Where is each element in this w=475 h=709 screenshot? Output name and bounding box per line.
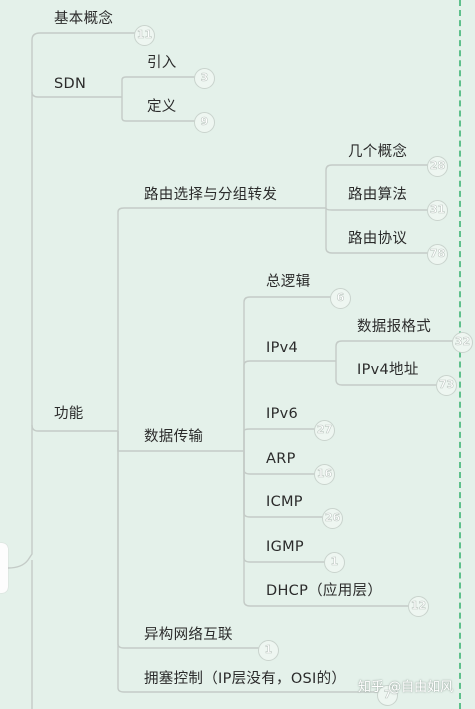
child-count-badge[interactable]: 28 [427,156,448,177]
child-count-badge[interactable]: 78 [427,244,448,265]
node-dhcp[interactable]: DHCP（应用层） [266,583,383,599]
node-introduction[interactable]: 引入 [147,55,177,71]
node-overall-logic[interactable]: 总逻辑 [266,274,311,290]
root-node-stub[interactable] [0,543,8,593]
node-routing-forwarding[interactable]: 路由选择与分组转发 [144,187,278,203]
watermark-text: 知乎 @自由如风 [358,680,454,695]
child-count-badge[interactable]: 31 [427,200,448,221]
node-function[interactable]: 功能 [54,406,84,422]
child-count-badge[interactable]: 16 [314,464,335,485]
child-count-badge[interactable]: 32 [452,332,473,353]
child-count-badge[interactable]: 11 [134,25,155,46]
child-count-badge[interactable]: 6 [330,288,351,309]
node-arp[interactable]: ARP [266,451,296,467]
child-count-badge[interactable]: 3 [194,68,215,89]
child-count-badge[interactable]: 9 [194,112,215,133]
child-count-badge[interactable]: 27 [314,420,335,441]
node-basic-concepts[interactable]: 基本概念 [54,11,114,27]
node-sdn[interactable]: SDN [54,76,87,92]
node-heterogeneous-network[interactable]: 异构网络互联 [144,627,233,643]
node-several-concepts[interactable]: 几个概念 [348,144,408,160]
node-igmp[interactable]: IGMP [266,539,304,555]
node-datagram-format[interactable]: 数据报格式 [357,319,431,335]
node-ipv6[interactable]: IPv6 [266,406,299,422]
node-ipv4-address[interactable]: IPv4地址 [357,362,419,378]
node-routing-algorithm[interactable]: 路由算法 [348,187,408,203]
node-ipv4[interactable]: IPv4 [266,340,299,356]
canvas-divider [459,0,461,709]
node-congestion-control[interactable]: 拥塞控制（IP层没有，OSI的） [144,671,347,687]
child-count-badge[interactable]: 73 [436,375,457,396]
node-definition[interactable]: 定义 [147,99,177,115]
node-data-transmission[interactable]: 数据传输 [144,429,204,445]
child-count-badge[interactable]: 1 [324,552,345,573]
node-icmp[interactable]: ICMP [266,494,303,510]
child-count-badge[interactable]: 12 [408,596,429,617]
child-count-badge[interactable]: 26 [322,508,343,529]
child-count-badge[interactable]: 1 [258,640,279,661]
child-count-badge[interactable]: 7 [377,685,398,706]
node-routing-protocol[interactable]: 路由协议 [348,231,408,247]
